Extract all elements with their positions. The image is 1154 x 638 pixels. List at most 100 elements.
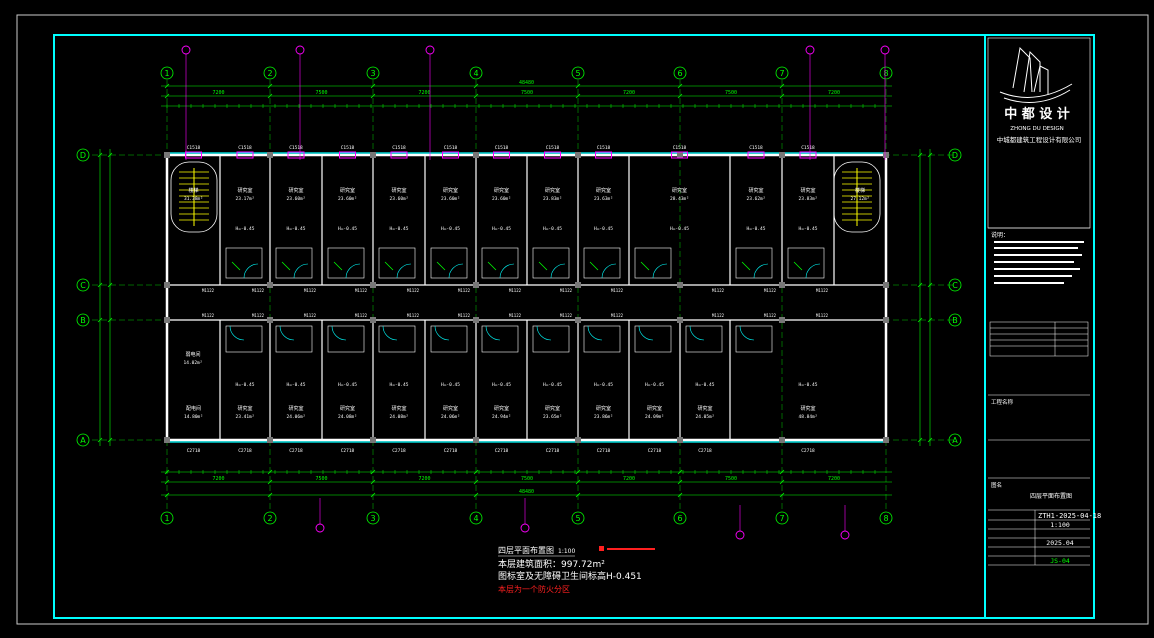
- axis-label-7-top: 7: [779, 69, 784, 78]
- axis-label-6-bottom: 6: [677, 514, 682, 523]
- room-name-south: 研究室: [288, 405, 303, 412]
- axis-bubble-C-left: [76, 278, 90, 292]
- index-marker-7: [735, 530, 745, 540]
- sheet-number: JS-04: [1050, 557, 1070, 565]
- room-name-north: 研究室: [237, 187, 252, 194]
- column: [267, 282, 273, 288]
- restroom-pod-south: [378, 325, 416, 353]
- door-tag: M1122: [355, 288, 368, 293]
- room-area-north: 23.62m²: [747, 196, 766, 202]
- room-level-south: H=-0.45: [594, 382, 613, 388]
- column: [575, 152, 581, 158]
- window-tag-south: C2718: [341, 448, 355, 454]
- room-area-south: 24.94m²: [492, 414, 511, 420]
- door-tag: M1122: [611, 288, 624, 293]
- company-logo: [999, 46, 1073, 103]
- door-swing: [536, 325, 552, 341]
- door-tag: M1122: [202, 313, 215, 318]
- notes-lines: [994, 241, 1084, 284]
- axis-label-4-top: 4: [473, 69, 478, 78]
- room-area-north: 27.12m²: [851, 196, 870, 202]
- room-name-north: 研究室: [545, 187, 560, 194]
- sheet-frame: [53, 34, 1095, 619]
- dim-bay-bottom-6: 7200: [828, 476, 840, 482]
- room-name-south: 研究室: [545, 405, 560, 412]
- room-area-extra: 14.02m²: [184, 360, 203, 366]
- axis-bubble-1-bottom: [160, 511, 174, 525]
- door-swing: [279, 325, 295, 341]
- index-marker-6: [520, 523, 530, 533]
- column: [473, 282, 479, 288]
- dim-tick: [164, 93, 170, 99]
- door-tag: M1122: [458, 288, 471, 293]
- restroom-pod-north: [481, 247, 519, 279]
- room-area-north: 31.38m²: [184, 196, 203, 202]
- dim-tick: [370, 93, 376, 99]
- column: [267, 437, 273, 443]
- column: [883, 282, 889, 288]
- restroom-pod-south: [481, 325, 519, 353]
- window-mark: [287, 151, 305, 159]
- restroom-pod-south: [634, 325, 672, 353]
- index-marker-4: [880, 45, 890, 55]
- axis-bubble-7-bottom: [775, 511, 789, 525]
- door-tag: M1122: [407, 288, 420, 293]
- dim-bay-bottom-1: 7500: [315, 476, 327, 482]
- room-name-north: 研究室: [596, 187, 611, 194]
- dimension-lines: 4848048480720072007500750072007200750075…: [97, 80, 933, 498]
- window-mark: [544, 151, 561, 159]
- room-level-south: H=-0.45: [543, 382, 562, 388]
- door-swing: [396, 263, 412, 279]
- title-block-date: 2025.04: [1046, 539, 1073, 547]
- drawing-label: 图名: [991, 481, 1002, 489]
- room-name-south: 研究室: [391, 405, 406, 412]
- sheet-outer-border: [16, 14, 1149, 625]
- axis-bubble-6-top: [673, 66, 687, 80]
- door-tag: M1122: [355, 313, 368, 318]
- door-tag: M1122: [304, 313, 317, 318]
- door-tag: M1122: [560, 288, 573, 293]
- axis-label-D-right: D: [952, 151, 958, 160]
- axis-bubble-8-top: [879, 66, 893, 80]
- door-tag: M1122: [202, 288, 215, 293]
- title-block-scale: 1:100: [1050, 521, 1070, 529]
- caption-elevation-note: 图标室及无障碍卫生间标高H-0.451: [498, 570, 642, 582]
- axis-label-C-left: C: [80, 281, 86, 290]
- room-area-north: 23.17m²: [236, 196, 255, 202]
- axis-label-3-bottom: 3: [370, 514, 375, 523]
- axis-bubble-8-bottom: [879, 511, 893, 525]
- dim-tick: [267, 93, 273, 99]
- room-area-south: 24.06m²: [441, 414, 460, 420]
- door-swing: [382, 325, 398, 341]
- room-name-south: 研究室: [237, 405, 252, 412]
- room-name-south: 研究室: [800, 405, 815, 412]
- restroom-pod-south: [275, 325, 313, 353]
- room-area-south: 24.06m²: [287, 414, 306, 420]
- room-level-south: H=-0.45: [390, 382, 409, 388]
- room-area-south: 23.41m²: [236, 414, 255, 420]
- dim-overall-top: 48480: [519, 80, 534, 86]
- column: [164, 282, 170, 288]
- restroom-pod-north: [532, 247, 570, 279]
- door-tag: M1122: [560, 313, 573, 318]
- dim-bay-top-6: 7200: [828, 90, 840, 96]
- room-name-north: 研究室: [672, 187, 687, 194]
- axis-bubble-5-top: [571, 66, 585, 80]
- window-tag-south: C2718: [495, 448, 509, 454]
- column: [370, 152, 376, 158]
- restroom-pod-south: [685, 325, 723, 353]
- room-area-south: 24.08m²: [390, 414, 409, 420]
- door-tag: M1122: [764, 313, 777, 318]
- axis-label-B-right: B: [952, 316, 958, 325]
- room-level-south: H=-0.45: [696, 382, 715, 388]
- column: [473, 152, 479, 158]
- room-level-south: H=-0.45: [645, 382, 664, 388]
- room-area-south: 23.65m²: [543, 414, 562, 420]
- dim-bay-bottom-0: 7200: [212, 476, 224, 482]
- company-name-en: ZHONG DU DESIGN: [1010, 126, 1064, 132]
- door-swing: [689, 325, 705, 341]
- axis-label-1-bottom: 1: [164, 514, 169, 523]
- window-mark: [390, 151, 408, 159]
